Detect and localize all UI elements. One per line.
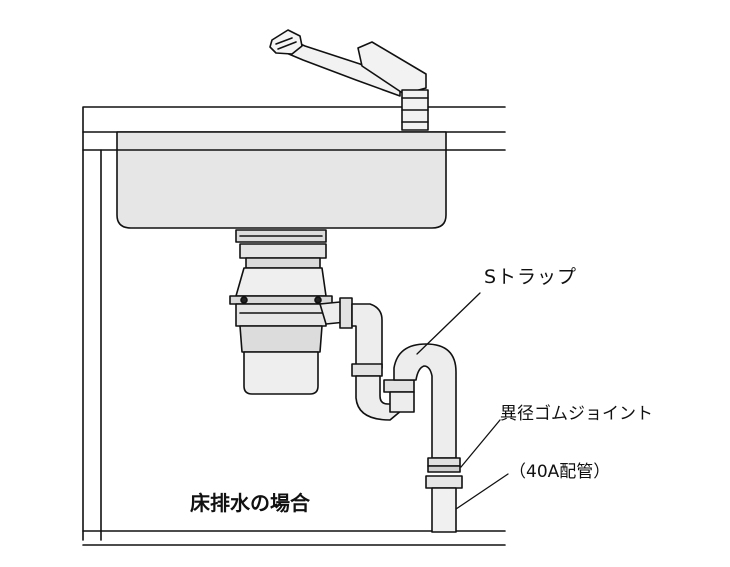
reducer-joint bbox=[425, 457, 463, 533]
pipe-size-label: （40A配管） bbox=[509, 462, 611, 482]
s-trap bbox=[319, 297, 457, 459]
diagram-caption: 床排水の場合 bbox=[190, 491, 310, 515]
faucet bbox=[269, 29, 429, 131]
s-trap-label: Sトラップ bbox=[484, 266, 578, 288]
sink-bowl bbox=[116, 131, 447, 243]
leader-lines bbox=[416, 292, 509, 510]
disposer bbox=[229, 243, 333, 395]
reducer-joint-label: 異径ゴムジョイント bbox=[500, 404, 653, 424]
